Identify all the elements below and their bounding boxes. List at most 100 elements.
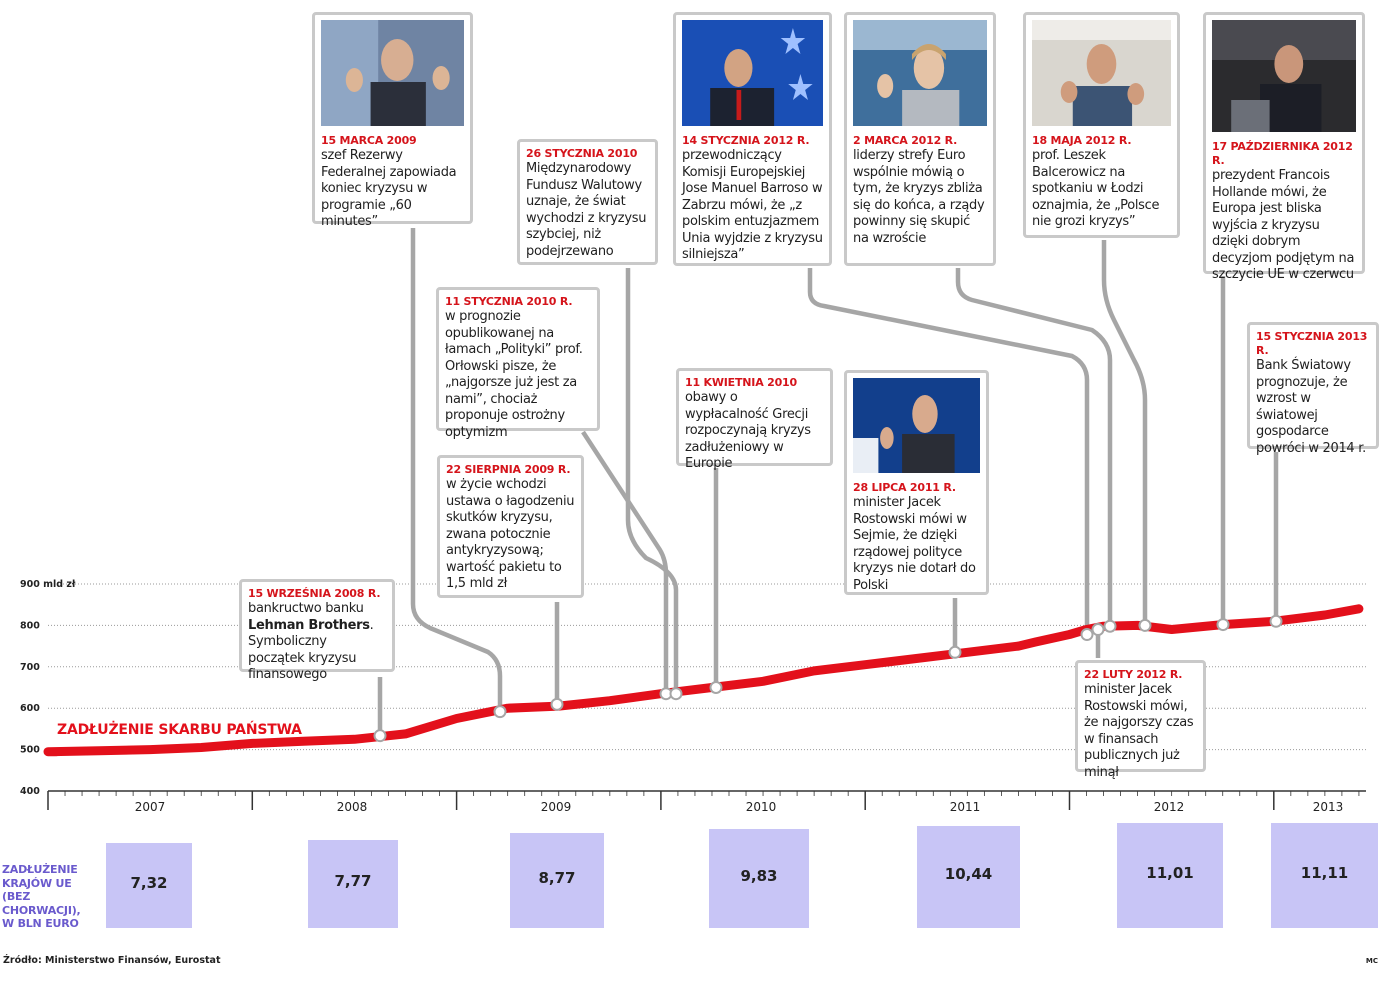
connector-e2 <box>410 228 503 712</box>
event-marker <box>1091 623 1105 637</box>
event-date: 22 SIERPNIA 2009 R. <box>446 463 571 476</box>
event-box-imf: 26 STYCZNIA 2010 Międzynarodowy Fundusz … <box>517 139 658 265</box>
y-tick-label: 600 <box>20 703 40 714</box>
event-text: szef Rezerwy Federalnej zapowiada koniec… <box>321 148 457 229</box>
eu-debt-value: 11,11 <box>1300 863 1349 882</box>
event-text: w życie wchodzi ustawa o łagodzeniu skut… <box>446 477 575 591</box>
event-date: 22 LUTY 2012 R. <box>1084 668 1183 681</box>
event-box-rostowski-2011: 28 LIPCA 2011 R. minister Jacek Rostowsk… <box>844 370 989 595</box>
x-tick-label: 2011 <box>950 800 981 814</box>
event-date: 26 STYCZNIA 2010 <box>526 147 638 160</box>
event-connectors <box>377 228 1279 736</box>
event-date: 15 WRZEŚNIA 2008 R. <box>248 587 381 600</box>
event-box-balcerowicz: 18 MAJA 2012 R. prof. Leszek Balcerowicz… <box>1023 12 1180 238</box>
x-tick-label: 2009 <box>541 800 572 814</box>
source-note: Źródło: Ministerstwo Finansów, Eurostat <box>3 955 221 966</box>
event-date: 2 MARCA 2012 R. <box>853 134 958 147</box>
event-marker <box>1103 619 1117 633</box>
x-tick-label: 2010 <box>746 800 777 814</box>
eu-debt-label: ZADŁUŻENIE KRAJÓW UE (BEZ CHORWACJI), W … <box>2 863 81 930</box>
eu-debt-bar <box>106 843 192 928</box>
eu-debt-value: 11,01 <box>1146 863 1194 882</box>
event-date: 18 MAJA 2012 R. <box>1032 134 1132 147</box>
connector-e7 <box>807 268 1090 635</box>
event-box-rostowski-2012: 22 LUTY 2012 R. minister Jacek Rostowski… <box>1075 660 1206 780</box>
y-tick-label: 500 <box>20 745 40 756</box>
eu-debt-value: 7,32 <box>130 873 168 892</box>
event-marker <box>1138 618 1152 632</box>
event-text: prezydent Francois Hollande mówi, że Eur… <box>1212 168 1355 282</box>
event-text: Międzynarodowy Fundusz Walutowy uznaje, … <box>526 161 647 259</box>
event-marker <box>1269 614 1283 628</box>
event-date: 17 PAŹDZIERNIKA 2012 R. <box>1212 140 1353 167</box>
event-box-orlowski: 11 STYCZNIA 2010 R. w prognozie opubliko… <box>436 287 600 440</box>
connector-e10 <box>1101 240 1148 626</box>
author-initials: MC <box>1365 957 1378 965</box>
event-marker <box>1080 628 1094 642</box>
series-label: ZADŁUŻENIE SKARBU PAŃSTWA <box>57 722 302 738</box>
event-date: 15 MARCA 2009 <box>321 134 417 147</box>
event-text: minister Jacek Rostowski mówi w Sejmie, … <box>853 495 976 593</box>
event-marker <box>1216 618 1230 632</box>
event-text: w prognozie opublikowanej na łamach „Pol… <box>445 309 583 440</box>
event-date: 14 STYCZNIA 2012 R. <box>682 134 810 147</box>
event-date: 15 STYCZNIA 2013 R. <box>1256 330 1368 357</box>
barroso-photo <box>682 20 823 126</box>
x-tick-label: 2013 <box>1313 800 1344 814</box>
x-tick-label: 2008 <box>337 800 368 814</box>
event-marker <box>373 729 387 743</box>
eu-debt-bar <box>308 840 398 928</box>
event-date: 28 LIPCA 2011 R. <box>853 481 956 494</box>
event-marker <box>493 705 507 719</box>
rostowski-photo <box>853 378 980 473</box>
event-box-world-bank: 15 STYCZNIA 2013 R. Bank Światowy progno… <box>1247 322 1379 456</box>
event-markers <box>373 614 1283 743</box>
eu-debt-value: 9,83 <box>740 866 778 885</box>
eu-debt-bar <box>709 829 809 928</box>
y-tick-label: 400 <box>20 786 40 797</box>
debt-series-line <box>43 604 1364 757</box>
event-box-bernanke: 15 MARCA 2009 szef Rezerwy Federalnej za… <box>312 12 473 229</box>
event-box-barroso: 14 STYCZNIA 2012 R. przewodniczący Komis… <box>673 12 832 266</box>
event-text: Bank Światowy prognozuje, że wzrost w św… <box>1256 358 1366 456</box>
x-axis: 2007 2008 2009 2010 2011 2012 2013 <box>47 790 1366 814</box>
event-text: minister Jacek Rostowski mówi, że najgor… <box>1084 682 1194 780</box>
event-box-lehman: 15 WRZEŚNIA 2008 R. bankructwo banku Leh… <box>239 579 395 682</box>
event-marker <box>550 697 564 711</box>
event-box-anti-crisis-law: 22 SIERPNIA 2009 R. w życie wchodzi usta… <box>437 455 584 598</box>
merkel-photo <box>853 20 987 126</box>
eu-debt-value: 8,77 <box>538 868 576 887</box>
event-box-hollande: 17 PAŹDZIERNIKA 2012 R. prezydent Franco… <box>1203 12 1365 282</box>
x-tick-label: 2012 <box>1154 800 1185 814</box>
event-box-euro-leaders: 2 MARCA 2012 R. liderzy strefy Euro wspó… <box>844 12 996 266</box>
eu-debt-value: 7,77 <box>334 872 372 890</box>
connector-e8 <box>955 268 1113 627</box>
y-tick-label: 800 <box>20 620 40 631</box>
eu-debt-bar <box>1117 823 1223 928</box>
x-tick-label: 2007 <box>135 800 166 814</box>
event-marker <box>669 687 683 701</box>
balcerowicz-photo <box>1032 20 1171 126</box>
event-box-greece: 11 KWIETNIA 2010 obawy o wypłacalność Gr… <box>676 368 833 471</box>
connector-e5 <box>625 268 679 694</box>
event-date: 11 KWIETNIA 2010 <box>685 376 797 389</box>
eu-debt-bar <box>510 833 604 928</box>
event-marker <box>948 645 962 659</box>
y-tick-label: 700 <box>20 662 40 673</box>
eu-debt-bars <box>106 823 1378 928</box>
event-text: prof. Leszek Balcerowicz na spotkaniu w … <box>1032 148 1160 229</box>
connector-e4 <box>581 430 669 694</box>
event-marker <box>709 681 723 694</box>
eu-debt-value: 10,44 <box>944 865 993 883</box>
event-text: bankructwo banku Lehman Brothers. Symbol… <box>248 601 374 682</box>
hollande-photo <box>1212 20 1356 132</box>
eu-debt-bar <box>1271 823 1378 928</box>
y-tick-label: 900 mld zł <box>20 579 76 590</box>
event-text: liderzy strefy Euro wspólnie mówią o tym… <box>853 148 985 246</box>
eu-debt-bar <box>917 826 1020 928</box>
ben-bernanke-photo <box>321 20 464 126</box>
event-date: 11 STYCZNIA 2010 R. <box>445 295 573 308</box>
event-text: obawy o wypłacalność Grecji rozpoczynają… <box>685 390 811 471</box>
